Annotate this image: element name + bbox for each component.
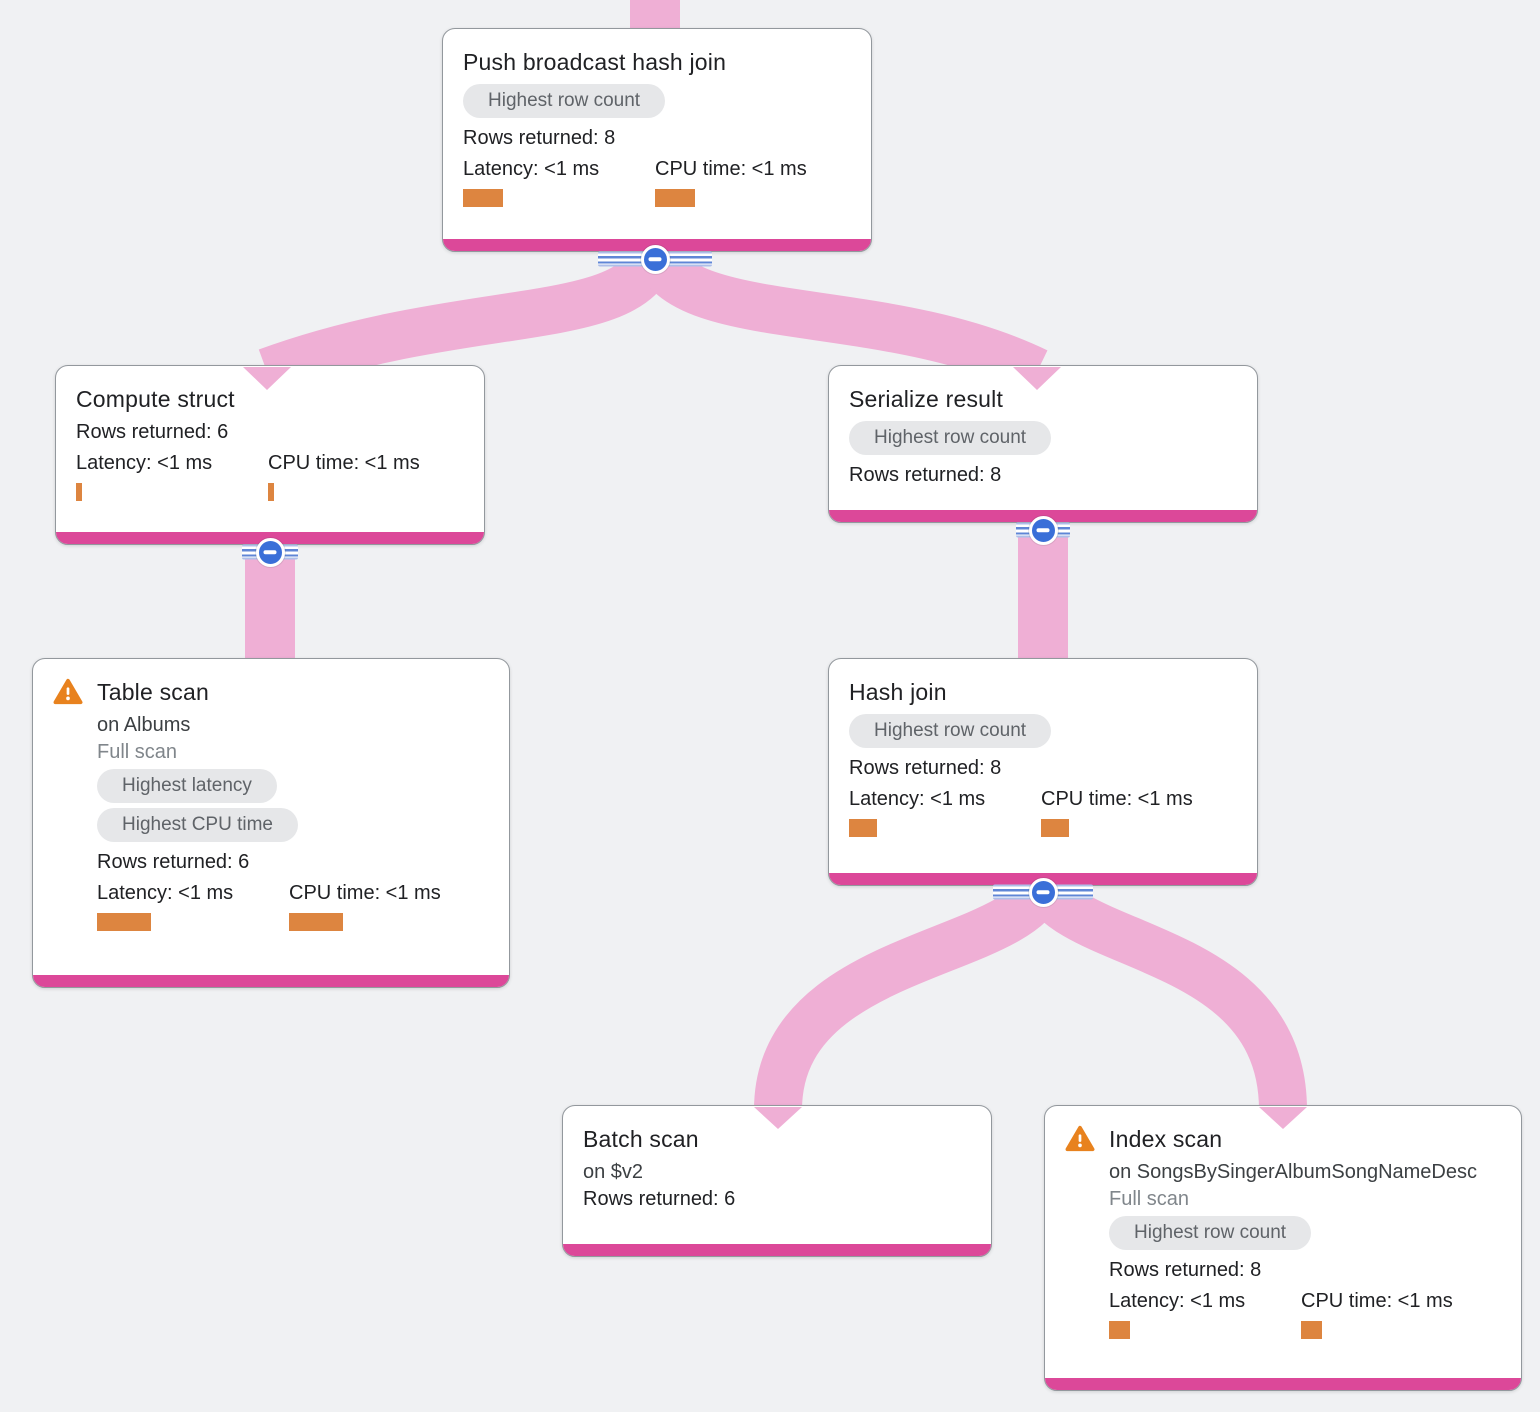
cpu-time-bar: [1041, 819, 1069, 837]
latency-bar: [849, 819, 877, 837]
collapse-button-compute-struct[interactable]: [242, 537, 298, 567]
cpu-time-label: CPU time: <1 ms: [655, 158, 807, 180]
badge-highest-cpu-time: Highest CPU time: [97, 808, 298, 842]
node-target: on Albums: [97, 714, 191, 736]
flow-edge-to-compute-struct: [258, 241, 679, 395]
latency-label: Latency: <1 ms: [1109, 1290, 1246, 1312]
warning-icon: [1065, 1122, 1109, 1157]
collapse-button-hash-join[interactable]: [993, 877, 1093, 907]
badge-highest-row-count: Highest row count: [849, 714, 1052, 748]
cpu-time-label: CPU time: <1 ms: [1301, 1290, 1453, 1312]
cpu-time-label: CPU time: <1 ms: [268, 452, 420, 474]
latency-bar: [463, 189, 503, 207]
flow-edge-to-index-scan: [1021, 871, 1307, 1111]
flow-edge-to-batch-scan: [754, 873, 1066, 1112]
badge-highest-latency: Highest latency: [97, 769, 277, 803]
badge-highest-row-count: Highest row count: [1109, 1216, 1312, 1250]
plan-node-table-scan[interactable]: Table scan on Albums Full scan Highest l…: [32, 658, 510, 988]
node-title: Serialize result: [849, 386, 1004, 412]
node-scan-type: Full scan: [97, 741, 178, 763]
collapse-minus-icon: [1028, 515, 1058, 545]
rows-returned: Rows returned: 8: [849, 757, 1002, 779]
badge-highest-row-count: Highest row count: [463, 84, 666, 118]
latency-label: Latency: <1 ms: [849, 788, 986, 810]
accent-bar: [1045, 1378, 1521, 1390]
accent-bar: [563, 1244, 991, 1256]
plan-node-hash-join[interactable]: Hash join Highest row count Rows returne…: [828, 658, 1258, 886]
latency-bar: [76, 483, 82, 501]
rows-returned: Rows returned: 6: [97, 851, 250, 873]
node-scan-type: Full scan: [1109, 1188, 1190, 1210]
node-target: on SongsBySingerAlbumSongNameDesc: [1109, 1161, 1477, 1183]
cpu-time-bar: [655, 189, 695, 207]
node-title: Compute struct: [76, 386, 235, 412]
latency-label: Latency: <1 ms: [76, 452, 213, 474]
collapse-minus-icon: [255, 537, 285, 567]
cpu-time-label: CPU time: <1 ms: [1041, 788, 1193, 810]
cpu-time-bar: [268, 483, 274, 501]
rows-returned: Rows returned: 8: [1109, 1259, 1262, 1281]
cpu-time-bar: [289, 913, 343, 931]
flow-edge-to-serialize-result: [631, 240, 1048, 394]
latency-bar: [97, 913, 151, 931]
plan-node-index-scan[interactable]: Index scan on SongsBySingerAlbumSongName…: [1044, 1105, 1522, 1391]
collapse-minus-icon: [1028, 877, 1058, 907]
node-title: Table scan: [97, 679, 209, 705]
plan-node-compute-struct[interactable]: Compute struct Rows returned: 6 Latency:…: [55, 365, 485, 545]
collapse-minus-icon: [640, 244, 670, 274]
collapse-button-serialize-result[interactable]: [1016, 515, 1070, 545]
plan-node-batch-scan[interactable]: Batch scan on $v2 Rows returned: 6: [562, 1105, 992, 1257]
rows-returned: Rows returned: 8: [463, 127, 616, 149]
rows-returned: Rows returned: 6: [583, 1188, 736, 1210]
node-title: Index scan: [1109, 1126, 1223, 1152]
node-title: Batch scan: [583, 1126, 699, 1152]
node-target: on $v2: [583, 1161, 644, 1183]
latency-label: Latency: <1 ms: [463, 158, 600, 180]
latency-bar: [1109, 1321, 1130, 1339]
plan-node-push-broadcast-hash-join[interactable]: Push broadcast hash join Highest row cou…: [442, 28, 872, 252]
node-title: Push broadcast hash join: [463, 49, 727, 75]
cpu-time-bar: [1301, 1321, 1322, 1339]
node-title: Hash join: [849, 679, 947, 705]
collapse-button-push-broadcast-hash-join[interactable]: [598, 244, 712, 274]
plan-node-serialize-result[interactable]: Serialize result Highest row count Rows …: [828, 365, 1258, 523]
accent-bar: [33, 975, 509, 987]
cpu-time-label: CPU time: <1 ms: [289, 882, 441, 904]
warning-icon: [53, 675, 97, 710]
badge-highest-row-count: Highest row count: [849, 421, 1052, 455]
rows-returned: Rows returned: 8: [849, 464, 1002, 486]
rows-returned: Rows returned: 6: [76, 421, 229, 443]
latency-label: Latency: <1 ms: [97, 882, 234, 904]
